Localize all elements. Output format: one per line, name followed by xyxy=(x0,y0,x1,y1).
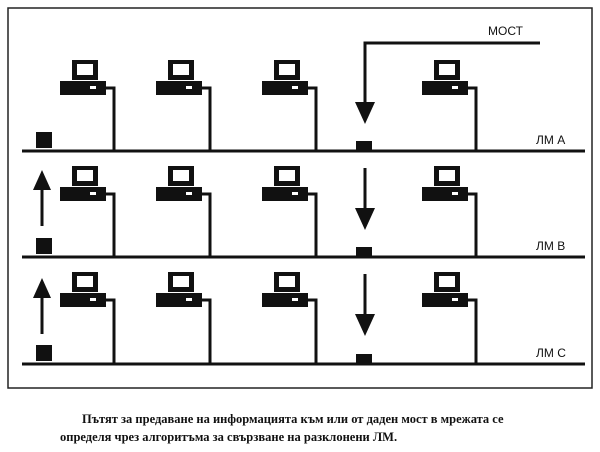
computer-icon xyxy=(262,60,318,151)
up-arrow-b-icon xyxy=(33,170,51,190)
bridge-node-lan-c xyxy=(356,354,372,363)
computer-icon xyxy=(262,272,318,364)
computer-icon xyxy=(60,166,116,257)
computer-icon xyxy=(60,272,116,364)
computer-icon xyxy=(422,60,478,151)
lan-c-label: ЛМ С xyxy=(536,346,566,360)
computer-icon xyxy=(156,272,212,364)
caption-line-1: Пътят за предаване на информацията към и… xyxy=(82,412,504,426)
left-node-lan-c xyxy=(36,345,52,361)
computer-icon xyxy=(156,166,212,257)
bridge-node-lan-b xyxy=(356,247,372,256)
caption-line-2: определя чрез алгоритъма за свързване на… xyxy=(60,430,398,444)
lan-a-label: ЛМ А xyxy=(536,133,565,147)
left-node-lan-b xyxy=(36,238,52,254)
lan-b-label: ЛМ В xyxy=(536,239,565,253)
workstations xyxy=(60,60,478,364)
computer-icon xyxy=(422,272,478,364)
network-diagram: ЛМ А ЛМ В ЛМ С МОСТ xyxy=(7,7,593,389)
computer-icon xyxy=(60,60,116,151)
bridge-node-lan-a xyxy=(356,141,372,150)
bridge-down-arrow-icon xyxy=(355,102,375,124)
diagram-frame xyxy=(7,7,593,389)
computer-icon xyxy=(422,166,478,257)
figure-caption: Пътят за предаване на информацията към и… xyxy=(60,410,590,446)
left-node-lan-a xyxy=(36,132,52,148)
down-arrow-c-icon xyxy=(355,314,375,336)
bridge-label: МОСТ xyxy=(488,24,524,38)
computer-icon xyxy=(156,60,212,151)
computer-icon xyxy=(262,166,318,257)
bridge-uplink-line xyxy=(363,41,540,105)
up-arrow-c-icon xyxy=(33,278,51,298)
down-arrow-b-icon xyxy=(355,208,375,230)
